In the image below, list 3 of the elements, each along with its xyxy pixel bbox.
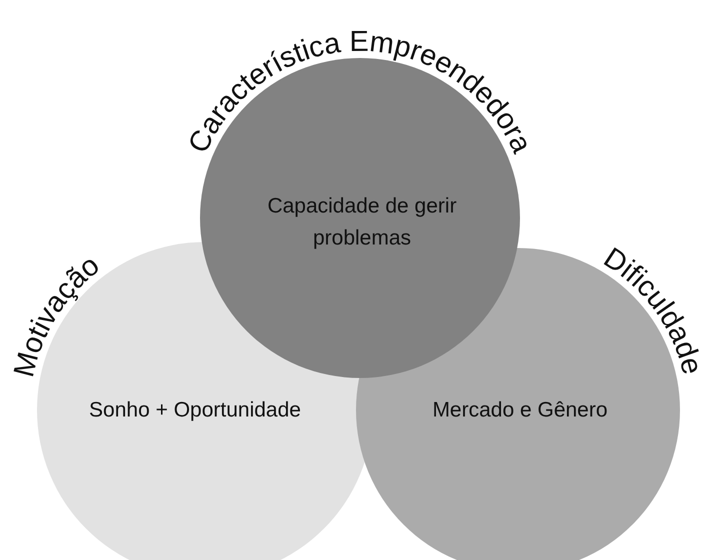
circle-label: Sonho + Oportunidade (88, 397, 302, 424)
circle-label: Capacidade de gerir problemas (266, 194, 458, 251)
circle-label: Mercado e Gênero (431, 397, 609, 424)
